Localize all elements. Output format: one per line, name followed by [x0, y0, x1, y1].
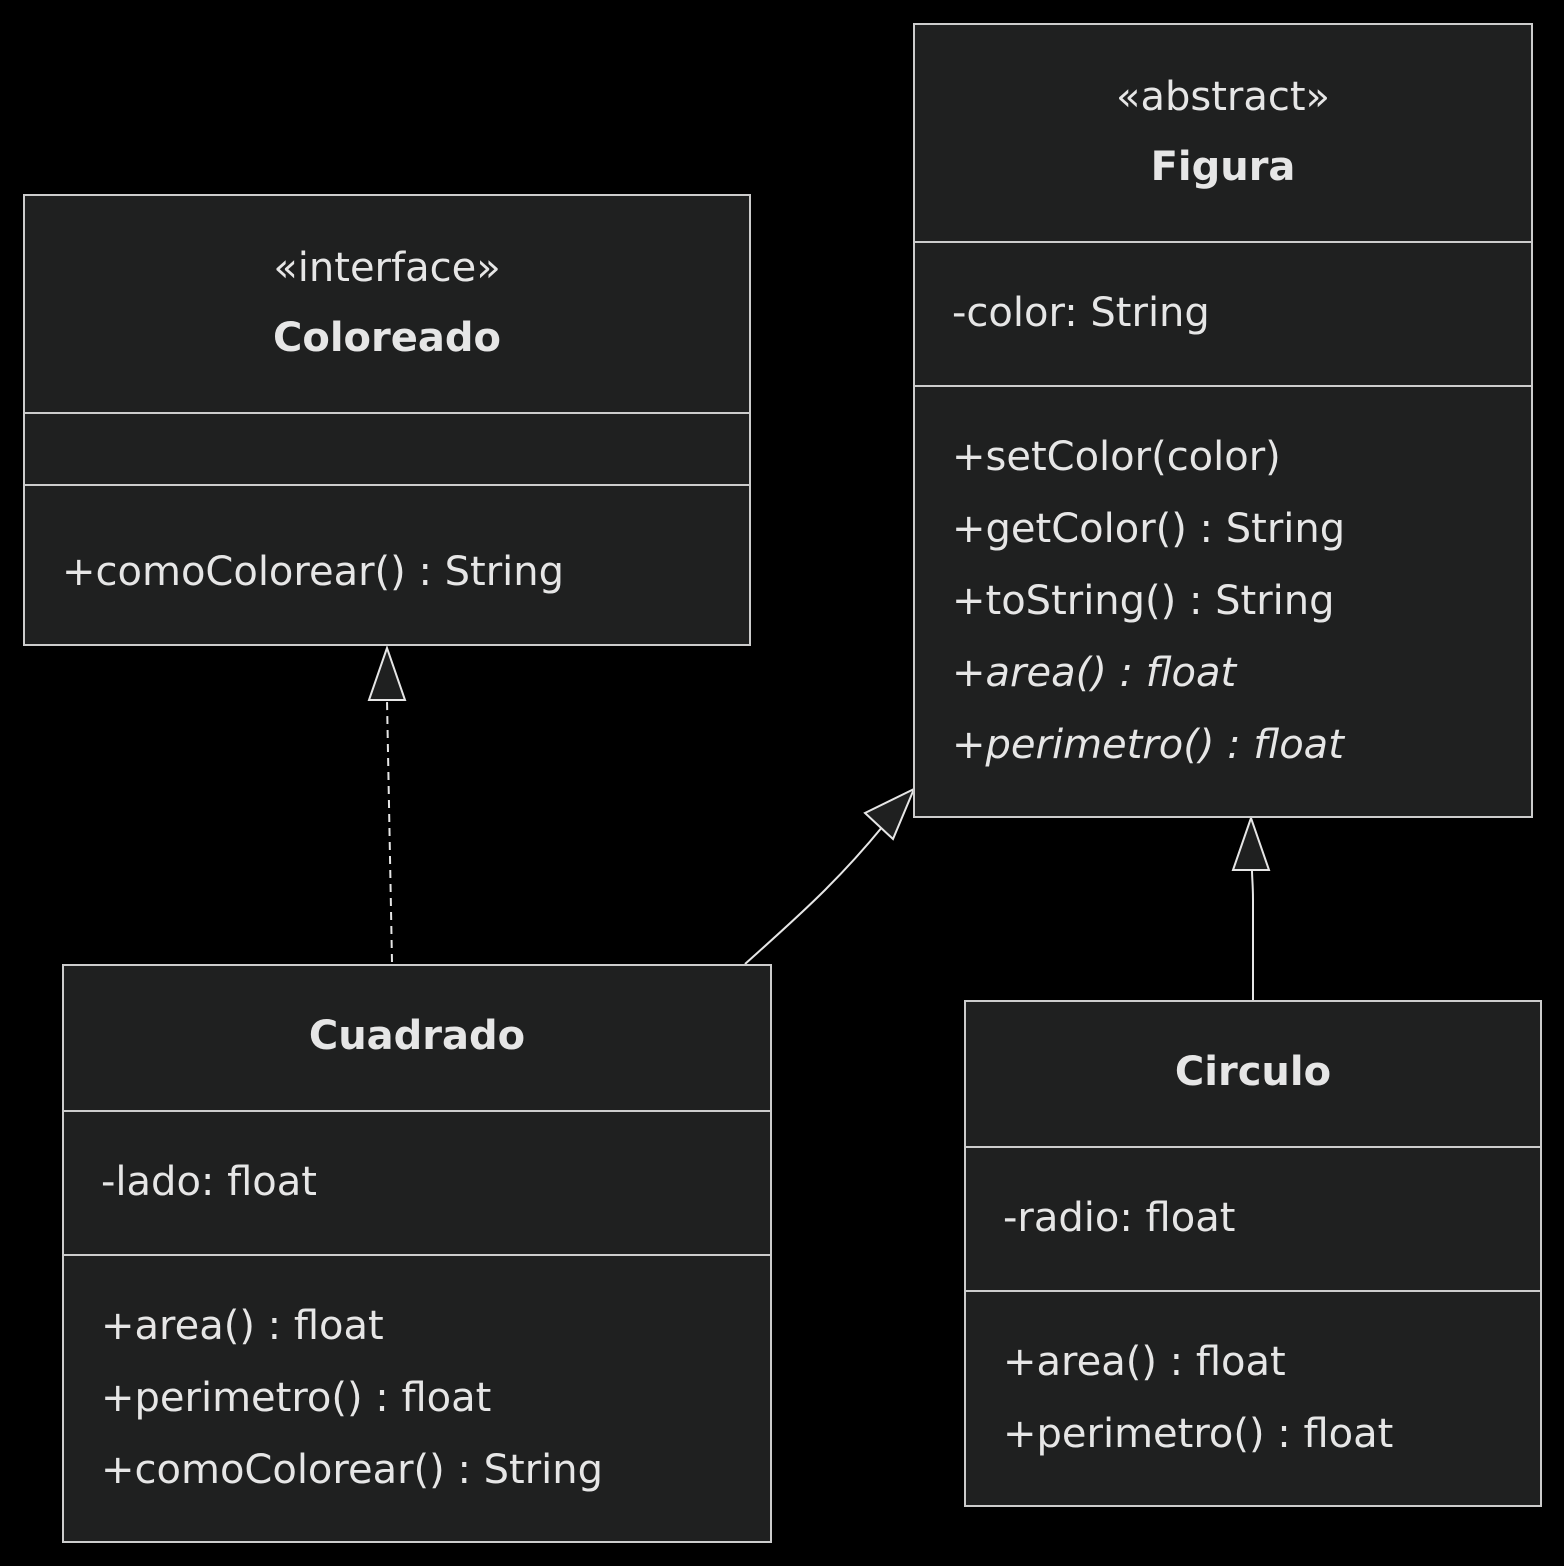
class-method: +toString() : String: [952, 578, 1335, 624]
class-method: +getColor() : String: [952, 506, 1346, 552]
class-method: +perimetro() : float: [101, 1375, 492, 1421]
class-method: +setColor(color): [952, 434, 1281, 480]
class-attributes: -lado: float: [64, 1110, 770, 1254]
class-method-abstract: +area() : float: [952, 650, 1237, 696]
realization-arrowhead-icon: [367, 644, 407, 701]
class-method: +area() : float: [101, 1303, 384, 1349]
class-box-figura[interactable]: «abstract» Figura -color: String +setCol…: [913, 23, 1533, 818]
class-methods: +area() : float +perimetro() : float: [966, 1290, 1540, 1505]
class-method: +perimetro() : float: [1003, 1411, 1394, 1457]
class-method: +area() : float: [1003, 1339, 1286, 1385]
class-box-coloreado[interactable]: «interface» Coloreado +comoColorear() : …: [23, 194, 751, 646]
class-attributes: -color: String: [915, 241, 1531, 385]
class-box-cuadrado[interactable]: Cuadrado -lado: float +area() : float +p…: [62, 964, 772, 1543]
class-header: «interface» Coloreado: [25, 196, 749, 412]
class-header: «abstract» Figura: [915, 25, 1531, 241]
class-header: Cuadrado: [64, 966, 770, 1110]
class-attributes: -radio: float: [966, 1146, 1540, 1290]
inheritance-arrowhead-icon: [1231, 814, 1271, 871]
class-stereotype: «abstract»: [1115, 74, 1330, 120]
class-method-abstract: +perimetro() : float: [952, 722, 1344, 768]
class-box-circulo[interactable]: Circulo -radio: float +area() : float +p…: [964, 1000, 1542, 1507]
class-methods: +setColor(color) +getColor() : String +t…: [915, 385, 1531, 816]
class-attribute: -radio: float: [1003, 1195, 1236, 1241]
class-name: Figura: [1150, 144, 1296, 190]
class-attribute: -color: String: [952, 290, 1210, 336]
class-methods: +area() : float +perimetro() : float +co…: [64, 1254, 770, 1541]
class-methods: +comoColorear() : String: [25, 484, 749, 644]
class-attribute: -lado: float: [101, 1159, 317, 1205]
realization-edge-cuadrado-coloreado: [386, 699, 393, 963]
class-attributes: [25, 412, 749, 484]
class-name: Cuadrado: [308, 1013, 526, 1059]
class-method: +comoColorear() : String: [101, 1447, 604, 1493]
inheritance-edge-cuadrado-figura: [744, 825, 884, 965]
class-name: Coloreado: [273, 315, 501, 361]
inheritance-arrowhead-icon: [863, 786, 916, 841]
inheritance-edge-circulo-figura: [1251, 869, 1254, 1000]
class-header: Circulo: [966, 1002, 1540, 1146]
class-stereotype: «interface»: [273, 245, 501, 291]
class-method: +comoColorear() : String: [62, 549, 565, 595]
class-name: Circulo: [1174, 1049, 1332, 1095]
